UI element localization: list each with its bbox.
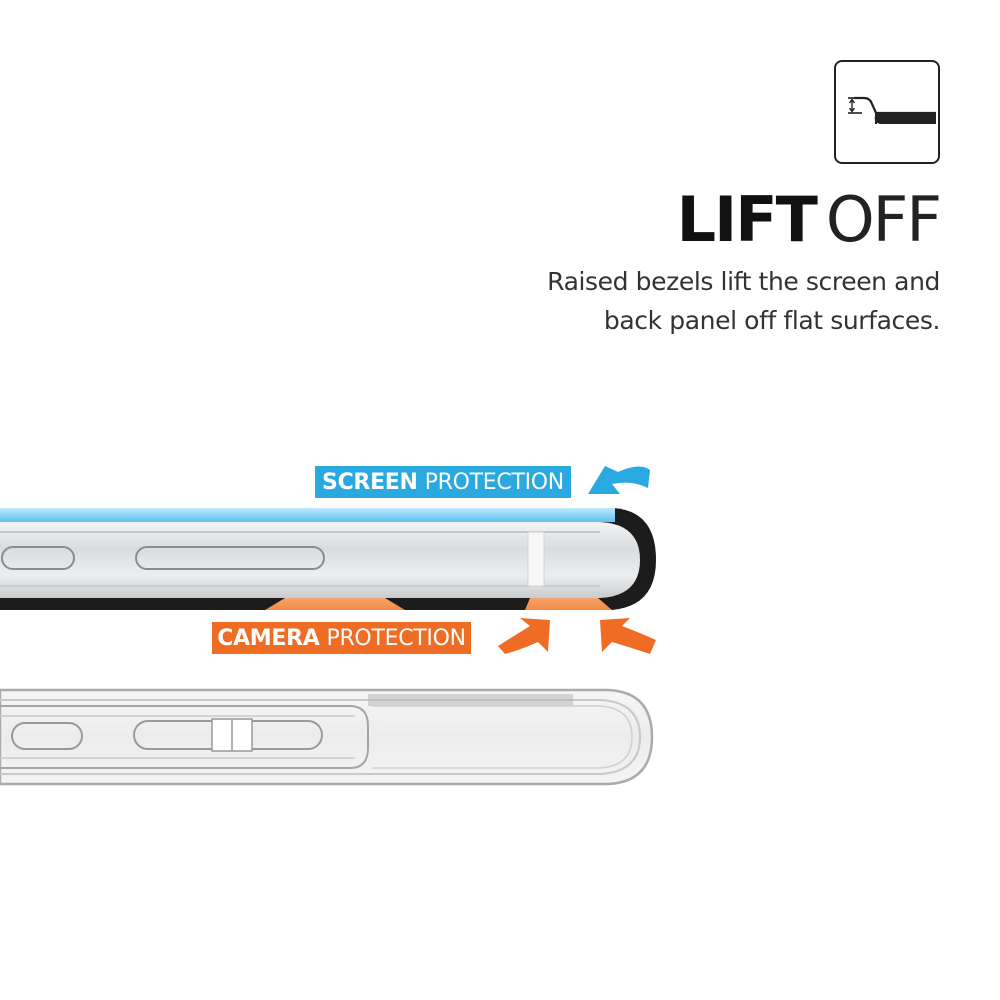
camera-bump-left: [265, 598, 405, 610]
screen-label-strong: SCREEN: [322, 469, 418, 495]
feature-title-light: OFF: [825, 183, 942, 256]
screen-label-light: PROTECTION: [424, 469, 565, 495]
case-volume-cutout: [11, 722, 83, 750]
description-line-1: Raised bezels lift the screen and: [547, 267, 940, 296]
clear-case-body: [0, 688, 654, 786]
camera-protection-label: CAMERA PROTECTION: [212, 622, 471, 654]
feature-title: LIFT OFF: [676, 180, 942, 260]
screen-protection-label: SCREEN PROTECTION: [315, 466, 571, 498]
camera-arrow-left-icon: [498, 618, 550, 654]
feature-description: Raised bezels lift the screen and back p…: [480, 262, 940, 340]
camera-label-light: PROTECTION: [326, 625, 466, 651]
lift-off-bezel-icon: [834, 60, 940, 164]
screen-arrow-icon: [588, 466, 650, 494]
volume-button-outline: [1, 546, 75, 570]
camera-label-strong: CAMERA: [217, 625, 320, 651]
screen-edge: [0, 508, 615, 522]
feature-title-bold: LIFT: [676, 183, 818, 256]
power-button-outline: [135, 546, 325, 570]
description-line-2: back panel off flat surfaces.: [603, 306, 940, 335]
camera-arrow-right-icon: [600, 618, 656, 654]
phone-body: [0, 522, 640, 598]
camera-bump-right: [525, 598, 612, 610]
